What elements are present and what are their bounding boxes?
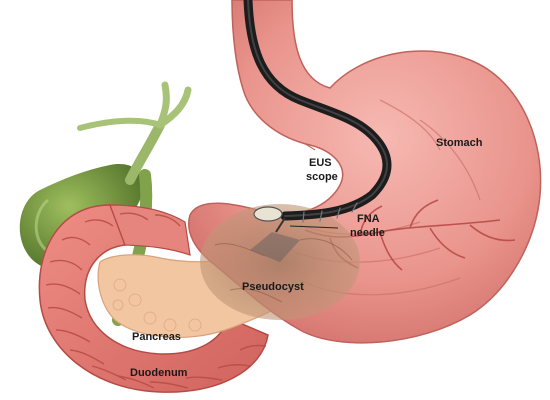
fna-needle <box>250 217 300 262</box>
pseudocyst <box>200 204 360 320</box>
gastric-vessels <box>304 199 516 271</box>
label-fna-needle-line1: FNA <box>357 213 380 225</box>
fna-needle-leader <box>289 225 339 229</box>
label-duodenum: Duodenum <box>130 367 188 379</box>
label-stomach: Stomach <box>436 137 483 149</box>
duodenum <box>38 204 269 393</box>
label-eus-scope-line1: EUS <box>309 157 332 169</box>
label-eus-scope-line2: scope <box>306 171 338 183</box>
scope-tip <box>253 206 283 222</box>
scope-segments <box>302 202 358 223</box>
duodenum-folds <box>45 212 267 389</box>
label-fna-needle-line2: needle <box>350 227 385 239</box>
label-pancreas: Pancreas <box>132 331 181 343</box>
eus-scope <box>243 0 392 223</box>
label-pseudocyst: Pseudocyst <box>242 281 304 293</box>
